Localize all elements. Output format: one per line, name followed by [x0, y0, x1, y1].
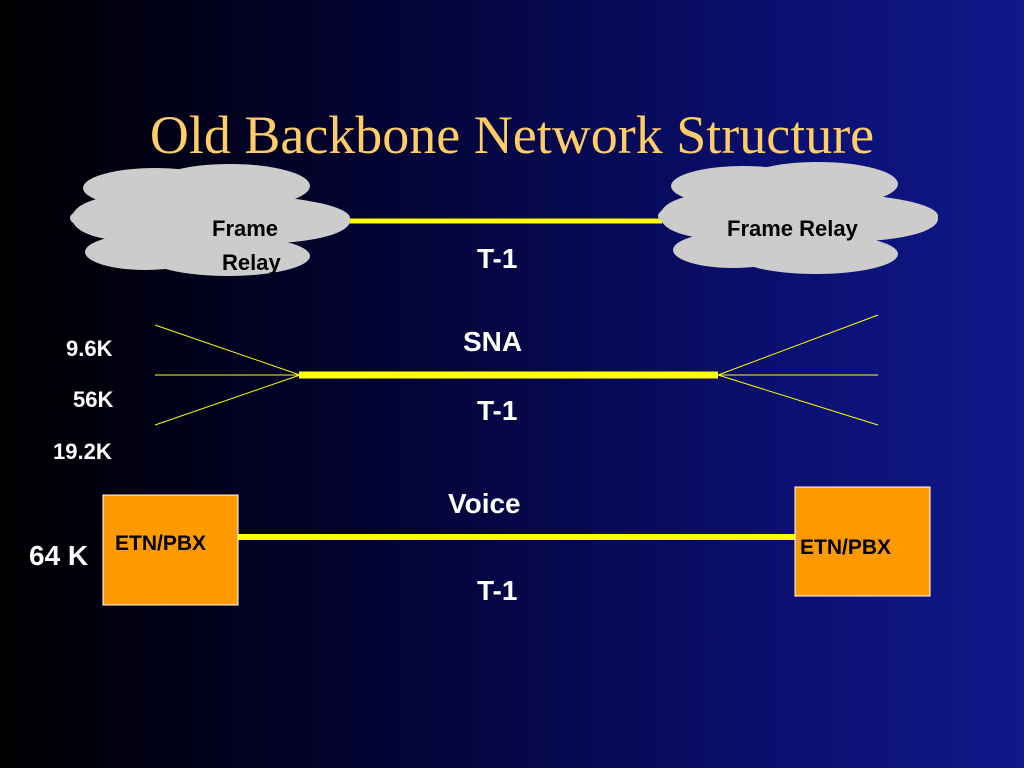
left-etn-pbx-box — [102, 494, 239, 606]
left-cloud-label-line2: Relay — [222, 250, 281, 275]
sna-label: SNA — [463, 326, 523, 357]
left-frame-relay-cloud — [70, 164, 350, 276]
speed-label-9-6k: 9.6K — [66, 336, 113, 361]
right-etn-pbx-label: ETN/PBX — [800, 536, 892, 559]
rate-label-64k: 64 K — [29, 540, 89, 571]
slide-title: Old Backbone Network Structure — [149, 105, 875, 165]
sna-left-fan-lines — [154, 324, 301, 426]
left-cloud-label-line1: Frame — [212, 216, 279, 241]
voice-label: Voice — [448, 488, 521, 519]
speed-label-19-2k: 19.2K — [53, 439, 112, 464]
speed-label-56k: 56K — [73, 387, 114, 412]
frame-relay-t1-label: T-1 — [477, 243, 518, 274]
left-etn-pbx-label: ETN/PBX — [115, 532, 207, 555]
voice-t1-label: T-1 — [477, 575, 518, 606]
right-cloud-label: Frame Relay — [727, 216, 858, 241]
sna-t1-label: T-1 — [477, 395, 518, 426]
sna-right-fan-lines — [717, 314, 879, 426]
right-etn-pbx-box — [794, 486, 931, 597]
